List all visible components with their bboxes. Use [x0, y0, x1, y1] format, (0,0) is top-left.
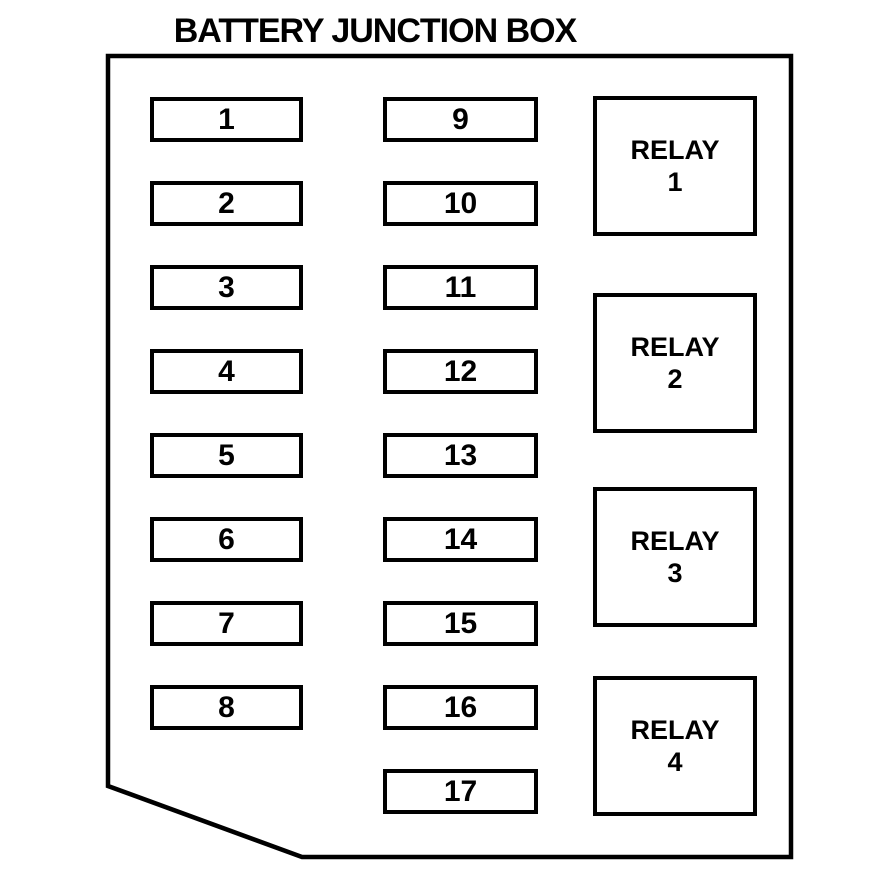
relay-2-label: RELAY: [630, 332, 720, 362]
relay-3-number: 3: [667, 558, 683, 588]
relay-1-label: RELAY: [630, 135, 720, 165]
junction-box-border: [105, 53, 794, 860]
fuse-16: 16: [383, 685, 538, 730]
relay-3-label: RELAY: [630, 526, 720, 556]
fuse-9: 9: [383, 97, 538, 142]
relay-1: RELAY 1: [593, 96, 757, 236]
fuse-2: 2: [150, 181, 303, 226]
fuse-1: 1: [150, 97, 303, 142]
relay-2: RELAY 2: [593, 293, 757, 433]
fuse-12: 12: [383, 349, 538, 394]
fuse-3: 3: [150, 265, 303, 310]
fuse-8: 8: [150, 685, 303, 730]
relay-1-number: 1: [667, 167, 683, 197]
relay-4: RELAY 4: [593, 676, 757, 816]
fuse-14: 14: [383, 517, 538, 562]
fuse-10: 10: [383, 181, 538, 226]
fuse-5: 5: [150, 433, 303, 478]
fuse-17: 17: [383, 769, 538, 814]
relay-3: RELAY 3: [593, 487, 757, 627]
fuse-7: 7: [150, 601, 303, 646]
diagram-title: BATTERY JUNCTION BOX: [173, 12, 578, 50]
relay-4-label: RELAY: [630, 715, 720, 745]
fuse-15: 15: [383, 601, 538, 646]
fuse-13: 13: [383, 433, 538, 478]
fuse-4: 4: [150, 349, 303, 394]
relay-2-number: 2: [667, 364, 683, 394]
fuse-6: 6: [150, 517, 303, 562]
fuse-11: 11: [383, 265, 538, 310]
relay-4-number: 4: [667, 747, 683, 777]
